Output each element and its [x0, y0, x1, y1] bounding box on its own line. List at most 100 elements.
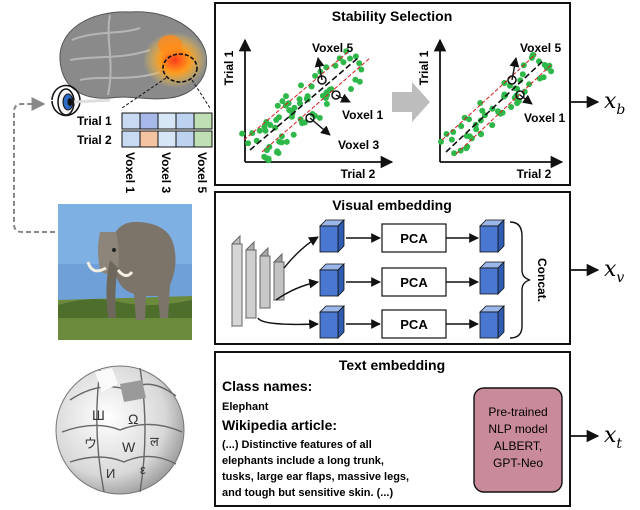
elephant-image: [58, 204, 192, 340]
left-scatter-point: [274, 102, 281, 109]
left-scatter-point: [285, 100, 292, 107]
right-scatter-point: [512, 85, 519, 92]
left-callout-voxel-3: Voxel 3: [338, 138, 379, 152]
right-scatter-point: [457, 147, 464, 154]
right-scatter-point: [477, 100, 484, 106]
text-embedding-title: Text embedding: [339, 357, 445, 373]
right-plot-ylabel: Trial 1: [417, 50, 431, 85]
right-scatter-point: [519, 71, 526, 78]
right-scatter-point: [466, 116, 472, 123]
reduced-cube-2: [479, 261, 505, 295]
left-scatter-point: [316, 114, 323, 121]
output-xb: xb: [604, 89, 625, 118]
left-scatter-point: [347, 55, 353, 62]
nlp-model-line-4: GPT-Neo: [493, 456, 543, 470]
trial-voxel-table: Trial 1 Trial 2 Voxel 1 Voxel 3 Voxel 5: [77, 112, 213, 193]
concat-brace: [509, 221, 531, 339]
stability-selection-title: Stability Selection: [332, 8, 453, 24]
left-scatter-point: [352, 53, 359, 60]
right-scatter-point: [489, 122, 496, 129]
pca-box-3: PCA: [381, 309, 447, 339]
left-scatter-point: [283, 93, 289, 100]
pca-label-1: PCA: [400, 231, 428, 246]
right-scatter-plot: Trial 1 Trial 2 Voxel 5 Voxel 1: [417, 38, 565, 181]
trial-2-label: Trial 2: [77, 133, 112, 147]
right-callout-voxel-5: Voxel 5: [520, 41, 561, 55]
left-scatter-point: [239, 130, 246, 137]
left-scatter-point: [286, 107, 293, 114]
stimulus-loop-arrow: [13, 97, 55, 233]
left-scatter-point: [297, 116, 304, 123]
wikipedia-article-heading: Wikipedia article:: [222, 417, 337, 433]
right-scatter-point: [541, 61, 548, 68]
left-scatter-point: [297, 100, 303, 107]
brain-illustration: [59, 11, 211, 109]
right-scatter-point: [479, 107, 486, 114]
left-scatter-point: [267, 122, 274, 128]
concat-label: Concat.: [535, 258, 549, 302]
left-scatter-point: [263, 147, 270, 154]
voxel-1-label: Voxel 1: [123, 152, 137, 193]
left-scatter-point: [298, 82, 304, 89]
trial-2-row: [121, 130, 213, 148]
left-scatter-plot: Trial 1 Trial 2 Voxel 5 Voxel 1 Voxel 3: [222, 38, 394, 181]
feature-cube-1: [319, 219, 345, 253]
right-scatter-point: [526, 81, 533, 88]
left-scatter-point: [348, 86, 354, 92]
left-scatter-point: [274, 149, 280, 156]
output-xt: xt: [604, 423, 622, 452]
svg-text:W: W: [122, 439, 136, 455]
reduced-cube-3: [479, 305, 505, 339]
right-scatter-point: [473, 126, 480, 133]
left-scatter-point: [265, 157, 272, 164]
trial-1-row: [121, 112, 213, 130]
voxel-5-label: Voxel 5: [195, 152, 209, 193]
right-scatter-point: [497, 110, 504, 117]
article-line-4: and tough but sensitive skin. (...): [222, 487, 393, 499]
right-callout-voxel-1: Voxel 1: [524, 111, 565, 125]
right-scatter-point: [529, 52, 536, 59]
pca-label-3: PCA: [400, 317, 428, 332]
nlp-model-line-1: Pre-trained: [488, 405, 547, 419]
left-plot-ylabel: Trial 1: [222, 50, 236, 85]
feature-cube-3: [319, 305, 345, 339]
cnn-backbone: [231, 234, 285, 328]
left-scatter-point: [323, 101, 330, 107]
svg-text:Ш: Ш: [92, 407, 105, 423]
right-scatter-point: [548, 68, 555, 75]
svg-text:ε: ε: [140, 462, 146, 477]
nlp-model-line-3: ALBERT,: [494, 439, 542, 453]
pca-label-2: PCA: [400, 275, 428, 290]
left-scatter-point: [283, 138, 290, 145]
left-scatter-point: [279, 98, 286, 105]
svg-text:ウ: ウ: [84, 436, 97, 451]
article-line-1: (...) Distinctive features of all: [222, 439, 372, 451]
left-scatter-point: [278, 133, 285, 140]
left-scatter-point: [276, 138, 283, 145]
right-scatter-point: [458, 123, 465, 130]
svg-text:И: И: [106, 466, 115, 481]
left-scatter-point: [352, 76, 359, 83]
left-scatter-point: [291, 104, 298, 111]
right-scatter-point: [443, 131, 450, 137]
left-scatter-point: [332, 62, 339, 69]
right-scatter-point: [508, 104, 515, 110]
left-scatter-point: [273, 117, 280, 123]
feature-cube-2: [319, 263, 345, 297]
voxel-3-label: Voxel 3: [159, 152, 173, 193]
svg-text:Ω: Ω: [128, 411, 138, 427]
reduced-cube-1: [479, 219, 505, 253]
visual-embedding-title: Visual embedding: [332, 197, 452, 213]
left-scatter-point: [256, 127, 263, 134]
left-plot-xlabel: Trial 2: [341, 167, 376, 181]
svg-text:ल: ल: [150, 434, 159, 449]
left-scatter-point: [261, 153, 268, 160]
article-line-2: elephants include a long trunk,: [222, 455, 384, 467]
left-scatter-point: [304, 96, 311, 103]
voxel-roi-circle: [162, 53, 198, 83]
left-scatter-point: [340, 59, 347, 66]
pca-box-2: PCA: [381, 267, 447, 297]
nlp-model-line-2: NLP model: [488, 422, 547, 436]
left-highlighted-voxels: [305, 57, 351, 136]
right-plot-xlabel: Trial 2: [517, 167, 552, 181]
